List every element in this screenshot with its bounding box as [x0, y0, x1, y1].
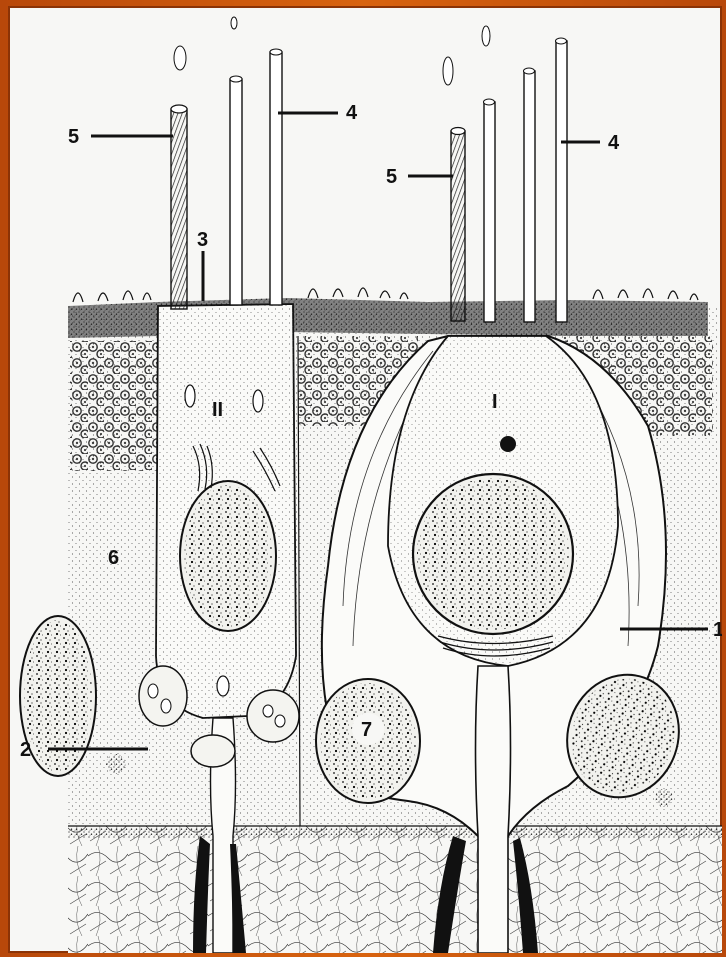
basement-membrane-band: [68, 828, 722, 838]
type-II-chromatin: [184, 485, 272, 627]
stereocilium-II-b: [270, 52, 282, 305]
label-4-left: 4: [346, 102, 358, 124]
label-7: 7: [361, 719, 372, 741]
label-4-right: 4: [608, 132, 620, 154]
type-II-hair-bundle: [171, 49, 282, 309]
microvilli: [73, 288, 698, 302]
type-I-hair-bundle: [451, 38, 567, 322]
stereocilium-I-a: [484, 102, 495, 322]
illustration-panel: 1 2 3 4 4 5 5 6 7 I II: [8, 6, 722, 953]
granule-left: [106, 754, 126, 774]
label-cell-type-I: I: [492, 391, 498, 413]
supporting-cell-granules-left: [70, 341, 158, 471]
granule-right: [655, 789, 673, 807]
label-5-right: 5: [386, 166, 397, 188]
otoconia: [174, 17, 490, 85]
label-5-left: 5: [68, 126, 79, 148]
afferent-nerve-fiber-I: [476, 666, 511, 953]
connective-fibers: [68, 826, 722, 953]
type-I-basal-body: [500, 436, 516, 452]
label-1: 1: [713, 619, 722, 641]
hair-cell-diagram: 1 2 3 4 4 5 5 6 7 I II: [8, 6, 722, 953]
label-2: 2: [20, 739, 31, 761]
stereocilium-I-c: [556, 41, 567, 322]
kinocilium-II: [171, 109, 187, 309]
label-3: 3: [197, 229, 208, 251]
stereocilium-I-b: [524, 71, 535, 322]
label-6: 6: [108, 547, 119, 569]
type-I-chromatin: [417, 478, 569, 630]
label-cell-type-II: II: [212, 399, 223, 421]
stereocilium-II-a: [230, 79, 242, 305]
kinocilium-I: [451, 131, 465, 321]
